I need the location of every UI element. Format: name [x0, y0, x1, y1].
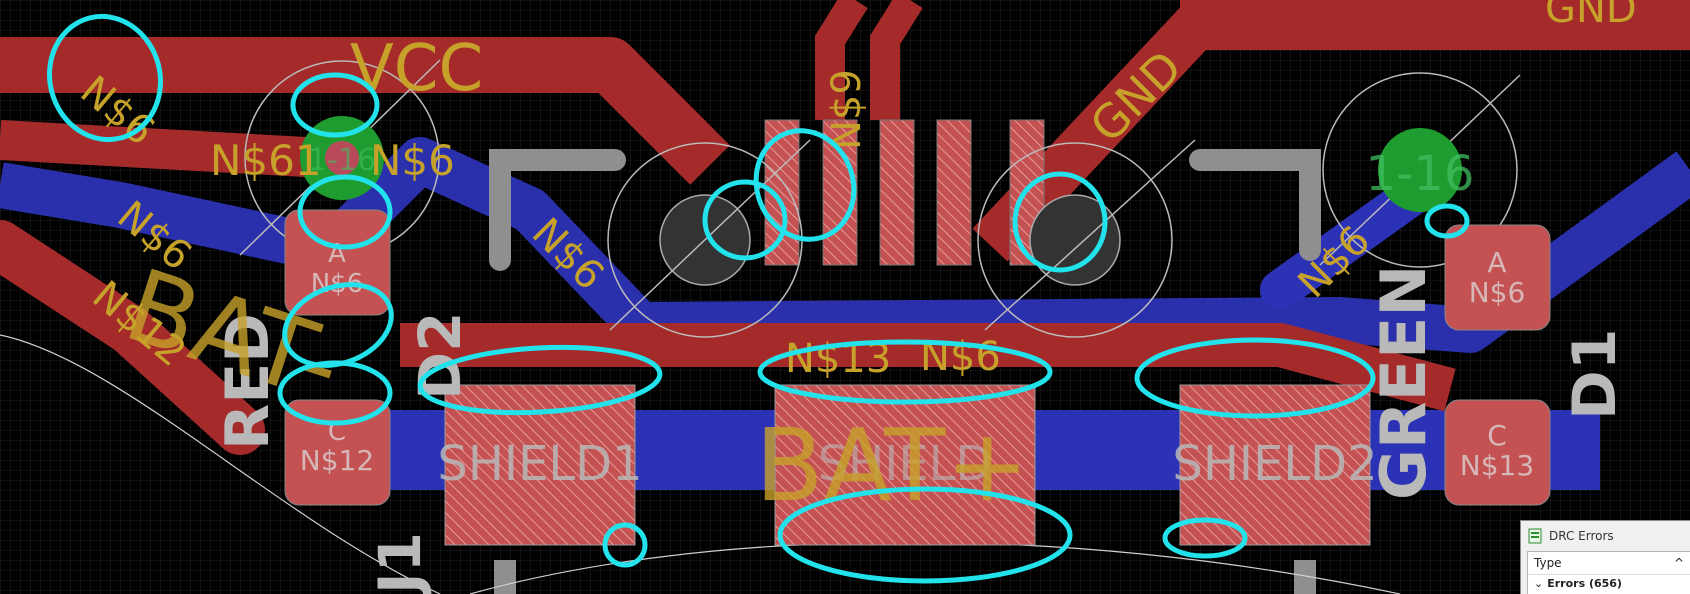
- top-trace-vcc: [0, 37, 730, 185]
- annotation-circle: [282, 282, 394, 368]
- silk-connector-left: [489, 149, 626, 271]
- drc-window-icon: [1527, 528, 1543, 544]
- top-trace-n9-a: [815, 0, 868, 120]
- hole-right-diag: [984, 139, 1196, 331]
- annotation-circle: [777, 486, 1073, 584]
- via-right-ring: [1322, 72, 1518, 268]
- annotation-circle: [297, 174, 393, 250]
- led-right-pad-c: [1444, 399, 1551, 506]
- drc-window-title: DRC Errors: [1549, 529, 1614, 543]
- led-left-pad-c: [284, 399, 391, 506]
- top-trace-diag: [0, 220, 265, 455]
- usb-pad-3: [879, 119, 915, 266]
- led-left-cathode-net: N$12: [300, 444, 374, 477]
- annotation-circle: [1424, 203, 1470, 239]
- net-vcc: VCC: [350, 32, 483, 106]
- net-n9: N$9: [824, 69, 870, 150]
- drc-error-list[interactable]: Type ^ ⌄ Errors (656): [1527, 551, 1690, 594]
- drc-window-titlebar[interactable]: DRC Errors: [1521, 521, 1690, 551]
- silk-connector-right: [1189, 149, 1321, 261]
- annotation-circle: [753, 128, 857, 242]
- hole-right-ring: [977, 142, 1173, 338]
- annotation-circle: [1012, 171, 1108, 273]
- drc-errors-window[interactable]: DRC Errors Type ^ ⌄ Errors (656): [1520, 520, 1690, 594]
- via-left-label: 1-16: [308, 143, 376, 178]
- annotation-circle: [1134, 337, 1376, 419]
- drc-column-type[interactable]: Type: [1534, 556, 1562, 570]
- annotation-circle: [47, 13, 163, 143]
- silk-shield2: SHIELD2: [1172, 436, 1377, 492]
- via-right[interactable]: [1378, 128, 1462, 212]
- led-right-cathode-net: N$13: [1460, 449, 1534, 482]
- via-right-label: 1-16: [1366, 146, 1475, 202]
- annotation-circle: [602, 522, 648, 568]
- drc-errors-count: Errors (656): [1547, 577, 1622, 590]
- annotation-circle: [757, 339, 1053, 405]
- expand-chevron-icon[interactable]: ⌄: [1534, 577, 1544, 590]
- sort-chevron-icon: ^: [1673, 556, 1684, 570]
- top-trace-n9-b: [870, 0, 923, 120]
- silk-red: RED: [213, 313, 283, 450]
- net-gnd-top: GND: [1545, 0, 1637, 32]
- silk-shield1: SHIELD1: [437, 436, 642, 492]
- led-right-pad-a: [1444, 224, 1551, 331]
- annotation-circle: [1162, 517, 1248, 559]
- hole-right: [1029, 194, 1121, 286]
- net-n61: N$61: [210, 136, 322, 185]
- silk-d1: D1: [1560, 328, 1630, 420]
- led-right-anode-net: N$6: [1469, 276, 1526, 309]
- usb-pad-2: [822, 119, 858, 266]
- bottom-trace-right: [1260, 170, 1440, 310]
- net-n6-center: N$6: [370, 136, 455, 185]
- top-trace-left: [0, 120, 362, 180]
- silk-j1: J1: [366, 532, 434, 594]
- silk-bat-plus: BAT+: [755, 407, 1029, 524]
- led-right-anode-label: A: [1487, 246, 1506, 279]
- annotation-circle: [702, 179, 788, 261]
- led-right-cathode-label: C: [1487, 419, 1507, 452]
- annotation-circle: [277, 360, 393, 426]
- silk-green: GREEN: [1367, 265, 1440, 500]
- bottom-trace-main: [0, 137, 1690, 353]
- silk-d2: D2: [406, 311, 474, 400]
- annotation-circle: [290, 72, 380, 138]
- drc-list-header[interactable]: Type ^: [1528, 552, 1690, 575]
- annotation-circle: [417, 344, 663, 416]
- silk-shield-mid: SHIELD: [818, 436, 993, 492]
- drc-errors-row[interactable]: ⌄ Errors (656): [1528, 575, 1690, 592]
- via-left-drill: [325, 141, 359, 175]
- bat-pad: [774, 384, 1036, 546]
- usb-pad-4: [936, 119, 972, 266]
- annotation-marks: [47, 13, 1470, 584]
